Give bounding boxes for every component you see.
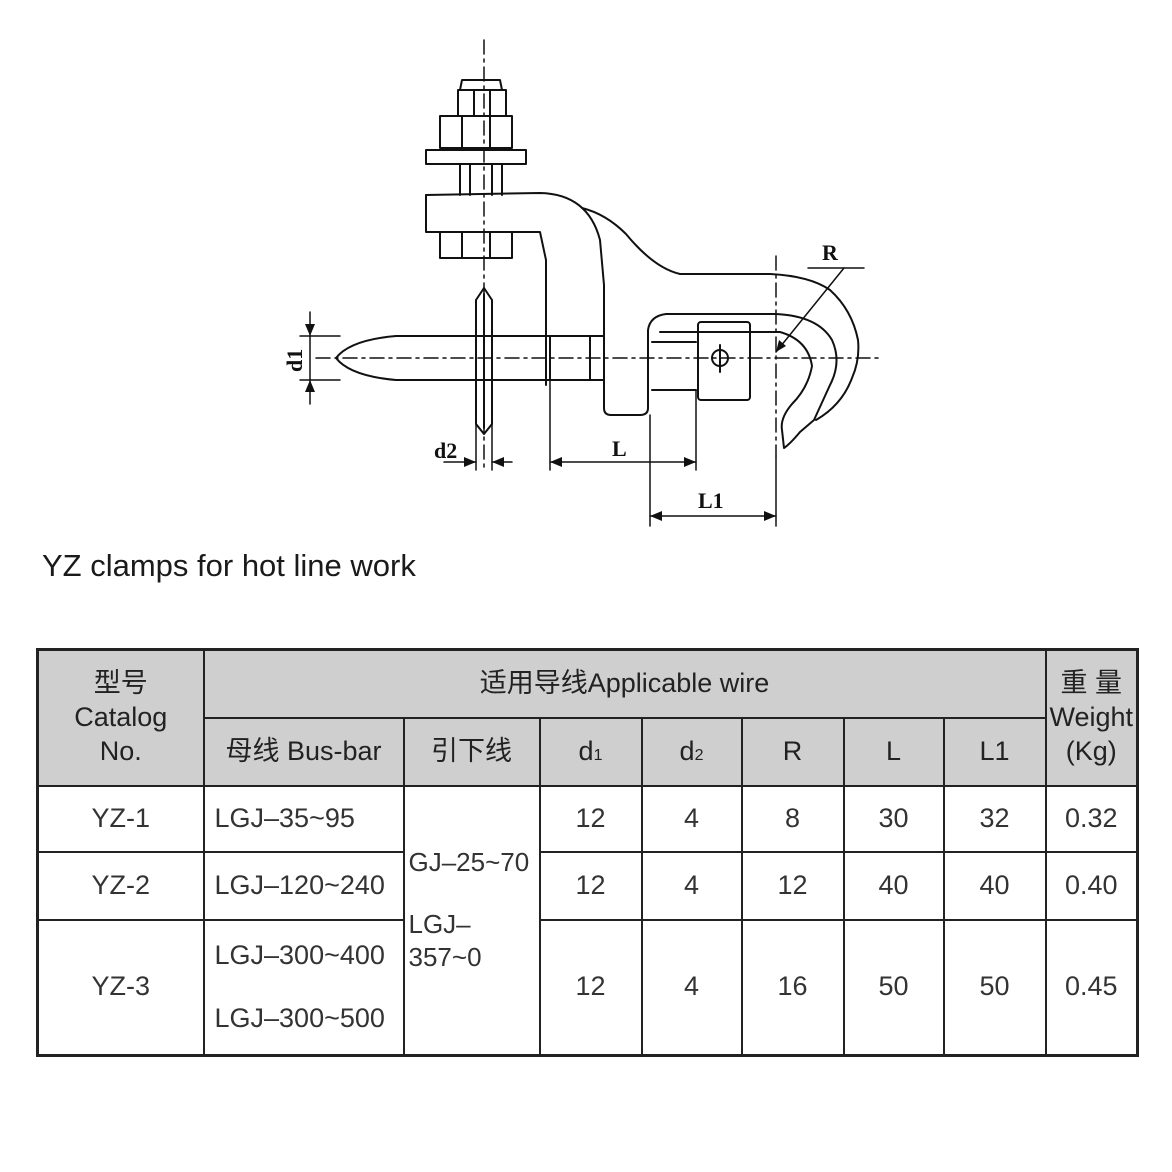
cell-busbar: LGJ–35~95 bbox=[202, 784, 405, 853]
label-d1: d1 bbox=[282, 349, 307, 372]
label-l: L bbox=[612, 436, 627, 461]
header-d2-sub: 2 bbox=[694, 746, 704, 764]
table-row: YZ-1 LGJ–35~95 GJ–25~70 LGJ–357~0 12 4 8… bbox=[36, 784, 1139, 1057]
cell-r: 12 bbox=[740, 850, 845, 921]
clamp-body bbox=[425, 192, 860, 449]
cell-d2: 4 bbox=[640, 850, 743, 921]
header-downlead: 引下线 bbox=[402, 716, 541, 787]
header-catalog-en: Catalog bbox=[74, 701, 168, 732]
header-catalog-cn: 型号 bbox=[93, 668, 148, 699]
table-header-row: 型号 Catalog No. 适用导线Applicable wire 重 量 W… bbox=[36, 648, 1139, 787]
header-applicable-wire: 适用导线Applicable wire bbox=[202, 648, 1047, 719]
cell-r: 8 bbox=[740, 784, 845, 853]
cell-l: 50 bbox=[842, 918, 945, 1057]
cell-l1: 40 bbox=[942, 850, 1047, 921]
cell-catalog: YZ-3 bbox=[36, 918, 205, 1057]
cell-catalog: YZ-2 bbox=[36, 850, 205, 921]
header-catalog-no: No. bbox=[99, 735, 142, 766]
label-r: R bbox=[822, 240, 839, 265]
header-catalog: 型号 Catalog No. bbox=[36, 648, 205, 787]
label-d2: d2 bbox=[434, 438, 457, 463]
header-d1-sub: 1 bbox=[593, 746, 603, 764]
header-l1: L1 bbox=[942, 716, 1047, 787]
header-weight-unit: (Kg) bbox=[1065, 735, 1117, 766]
cell-busbar: LGJ–300~400 LGJ–300~500 bbox=[202, 918, 405, 1057]
header-d2-main: d bbox=[679, 735, 695, 766]
table-row: YZ-3 LGJ–300~400 LGJ–300~500 12 4 16 50 … bbox=[36, 918, 1139, 1057]
clamp-technical-drawing: R d1 d2 L L1 bbox=[282, 39, 881, 527]
header-weight-en: Weight bbox=[1049, 701, 1134, 732]
cell-weight: 0.32 bbox=[1044, 784, 1139, 853]
header-busbar: 母线 Bus-bar bbox=[202, 716, 405, 787]
cell-l: 40 bbox=[842, 850, 945, 921]
cell-weight: 0.40 bbox=[1044, 850, 1139, 921]
header-d2: d2 bbox=[640, 716, 743, 787]
header-weight-cn: 重 量 bbox=[1060, 668, 1122, 699]
specification-table: 型号 Catalog No. 适用导线Applicable wire 重 量 W… bbox=[36, 648, 1139, 1057]
header-d1-main: d bbox=[578, 735, 594, 766]
downlead-value: GJ–25~70 bbox=[408, 846, 530, 877]
cell-d1: 12 bbox=[538, 918, 643, 1057]
header-d1: d1 bbox=[538, 716, 643, 787]
cell-l1: 32 bbox=[942, 784, 1047, 853]
product-caption: YZ clamps for hot line work bbox=[42, 548, 416, 583]
table-row: YZ-2 LGJ–120~240 12 4 12 40 40 0.40 bbox=[36, 850, 1139, 921]
cell-busbar: LGJ–120~240 bbox=[202, 850, 405, 921]
cell-l1: 50 bbox=[942, 918, 1047, 1057]
busbar-value: LGJ–300~400 bbox=[214, 939, 385, 970]
header-r: R bbox=[740, 716, 845, 787]
cell-l: 30 bbox=[842, 784, 945, 853]
cell-d2: 4 bbox=[640, 784, 743, 853]
cell-d1: 12 bbox=[538, 850, 643, 921]
table-subheader-row: 母线 Bus-bar 引下线 d1 d2 R L L1 bbox=[38, 716, 1138, 787]
label-l1: L1 bbox=[698, 488, 724, 513]
cell-downlead: GJ–25~70 LGJ–357~0 bbox=[402, 784, 541, 1057]
busbar-value: LGJ–300~500 bbox=[214, 1003, 385, 1034]
cell-d1: 12 bbox=[538, 784, 643, 853]
cell-catalog: YZ-1 bbox=[36, 784, 205, 853]
header-l: L bbox=[842, 716, 945, 787]
cell-weight: 0.45 bbox=[1044, 918, 1139, 1057]
cell-d2: 4 bbox=[640, 918, 743, 1057]
downlead-value: LGJ–357~0 bbox=[408, 909, 482, 972]
cell-r: 16 bbox=[740, 918, 845, 1057]
header-weight: 重 量 Weight (Kg) bbox=[1044, 648, 1139, 787]
